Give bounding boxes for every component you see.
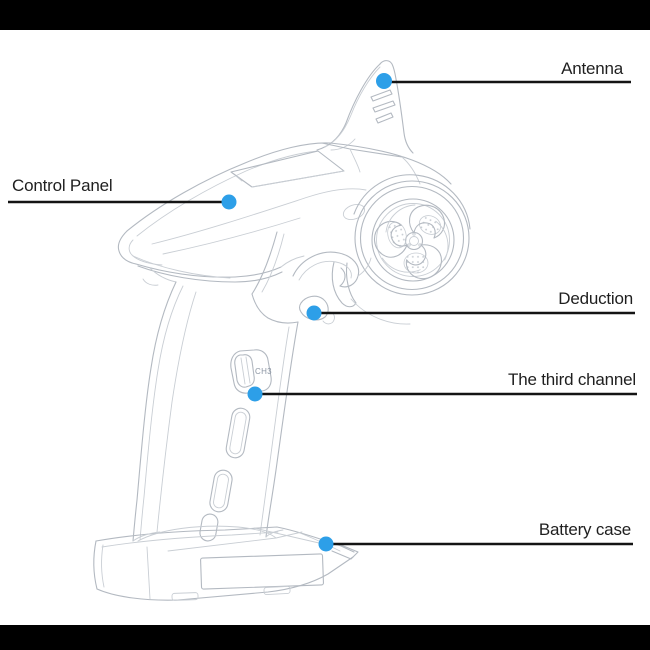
leader-lines <box>8 80 637 546</box>
marker-dots <box>221 73 392 552</box>
antenna-marker-dot <box>376 73 392 89</box>
antenna-drawing <box>316 60 414 154</box>
third-channel-marker-dot <box>247 386 263 402</box>
label-antenna: Antenna <box>561 59 623 78</box>
steering-wheel-drawing <box>331 174 471 325</box>
label-third-channel: The third channel <box>508 370 636 389</box>
label-deduction: Deduction <box>558 289 633 308</box>
battery-case-marker-dot <box>318 536 334 552</box>
label-control-panel: Control Panel <box>12 176 113 195</box>
label-battery-case: Battery case <box>538 520 631 539</box>
grip-drawing: CH3 <box>132 281 299 542</box>
deduction-marker-dot <box>306 305 322 321</box>
letterbox-bottom-bar <box>0 625 650 650</box>
transmitter-line-drawing: CH3 <box>93 60 471 601</box>
ch3-switch-label: CH3 <box>255 367 272 376</box>
control-panel-marker-dot <box>221 194 237 210</box>
letterbox-top-bar <box>0 0 650 30</box>
